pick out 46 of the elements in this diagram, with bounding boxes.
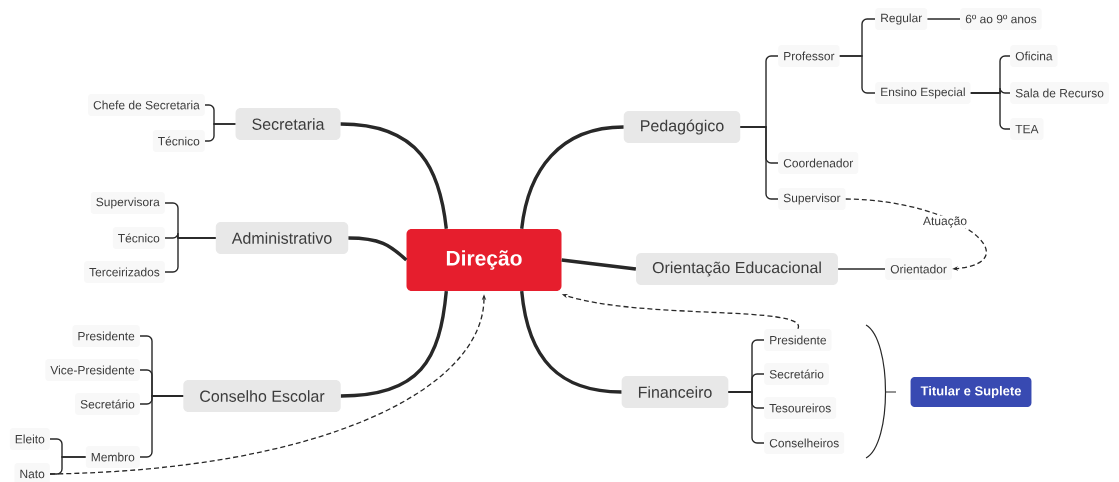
center-box: Direção <box>406 229 562 291</box>
arrow <box>845 198 987 271</box>
subtopic-box: Nato <box>14 463 50 482</box>
subtopic-box: Eleito <box>9 428 50 450</box>
subtopic-box: Vice-Presidente <box>45 359 140 381</box>
subtopic-box: Técnico <box>152 130 205 152</box>
subtopic-box: Sala de Recurso <box>1010 82 1109 104</box>
subtopic-box: 6º ao 9º anos <box>960 8 1042 30</box>
connector-line <box>561 258 637 271</box>
subtopic-box: Conselheiros <box>764 432 845 454</box>
connector-line <box>139 395 184 458</box>
subtopic-box: Presidente <box>764 329 832 351</box>
subtopic-box: Orientador <box>885 258 952 280</box>
branch-box: Administrativo <box>215 222 349 254</box>
edge-label: Atuação <box>922 215 969 229</box>
subtopic-box: Supervisor <box>778 188 846 210</box>
subtopic-box: Técnico <box>112 227 165 249</box>
connector-line <box>340 122 448 229</box>
subtopic-box: Coordenador <box>778 152 859 174</box>
connector-line <box>340 291 448 398</box>
subtopic-box: Chefe de Secretaria <box>88 94 205 116</box>
connector-line <box>926 18 961 20</box>
subtopic-box: Terceirizados <box>84 261 165 283</box>
subtopic-box: TEA <box>1010 118 1044 140</box>
subtopic-box: Membro <box>85 446 140 468</box>
subtopic-box: Presidente <box>72 325 140 347</box>
summary-box: Titular e Suplete <box>910 377 1032 407</box>
connector-line <box>348 236 408 262</box>
subtopic-box: Oficina <box>1010 45 1058 67</box>
subtopic-box: Secretário <box>75 393 140 415</box>
connector-line <box>837 268 886 270</box>
subtopic-box: Supervisora <box>90 192 165 214</box>
subtopic-box: Regular <box>875 8 928 30</box>
subtopic-box: Professor <box>778 45 840 67</box>
connector-line <box>520 291 622 394</box>
branch-box: Orientação Educacional <box>636 253 838 285</box>
branch-box: Pedagógico <box>623 111 741 143</box>
subtopic-box: Tesoureiros <box>764 397 837 419</box>
connector-line <box>970 92 1011 130</box>
connector-line <box>520 125 624 230</box>
branch-box: Financeiro <box>621 376 729 408</box>
subtopic-box: Secretário <box>764 363 829 385</box>
connector-line <box>204 123 237 142</box>
subtopic-box: Ensino Especial <box>875 82 971 104</box>
branch-box: Conselho Escolar <box>183 380 341 412</box>
branch-box: Secretaria <box>235 108 341 140</box>
